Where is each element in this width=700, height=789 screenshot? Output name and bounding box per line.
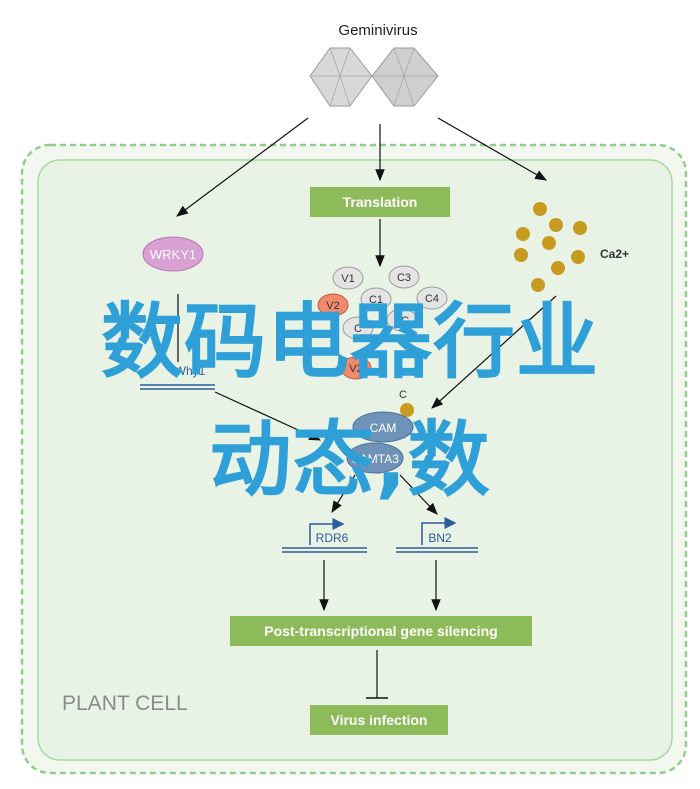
svg-text:3C: 3C <box>395 315 409 327</box>
bn2-promoter-arrow <box>421 517 457 545</box>
ptgs-box <box>230 616 532 646</box>
infection-label: Virus infection <box>331 712 428 728</box>
cam-node <box>352 411 414 443</box>
arrow-calcium-to-cam <box>431 295 557 409</box>
why1-label: Why1 <box>175 364 206 378</box>
calcium-ions <box>514 202 587 292</box>
overlay-headline-2: 动态,数 <box>209 413 491 508</box>
translation-label: Translation <box>343 194 418 210</box>
wrky1-label: WRKY1 <box>150 247 196 262</box>
arrow-camta-to-rdr6 <box>331 474 356 514</box>
calcium-label: Ca2+ <box>600 247 629 261</box>
plant-cell-label: PLANT CELL <box>62 692 188 715</box>
svg-text:V2: V2 <box>349 363 362 375</box>
svg-text:C1: C1 <box>369 294 383 306</box>
svg-text:V1: V1 <box>341 273 354 285</box>
viral-proteins: V1 C3 V2 C1 C4 C 3C V2 <box>317 265 448 380</box>
arrow-virus-to-calcium <box>437 117 548 181</box>
wrky1-node <box>142 236 204 272</box>
translation-box <box>310 187 450 217</box>
c-partial-label: C <box>399 389 407 401</box>
infection-box <box>310 705 448 735</box>
camta3-label: CAMTA3 <box>351 452 399 466</box>
svg-text:V2: V2 <box>326 300 339 312</box>
svg-text:C3: C3 <box>397 272 411 284</box>
geminivirus-label: Geminivirus <box>338 22 417 39</box>
ptgs-label: Post-transcriptional gene silencing <box>264 623 497 639</box>
arrow-why1-to-camta <box>214 391 322 441</box>
svg-text:C4: C4 <box>425 293 439 305</box>
arrow-virus-to-wrky <box>176 117 309 217</box>
geminivirus-icon <box>309 47 439 107</box>
cam-label: CAM <box>370 421 397 435</box>
svg-text:C: C <box>354 323 362 335</box>
rdr6-promoter-arrow <box>309 518 345 545</box>
camta3-node <box>346 442 404 474</box>
overlay-headline-1: 数码电器行业 <box>100 295 599 390</box>
rdr6-label: RDR6 <box>316 531 349 545</box>
arrow-camta-to-bn2 <box>399 474 438 515</box>
calcium-on-cam <box>400 403 414 417</box>
bn2-label: BN2 <box>428 531 452 545</box>
